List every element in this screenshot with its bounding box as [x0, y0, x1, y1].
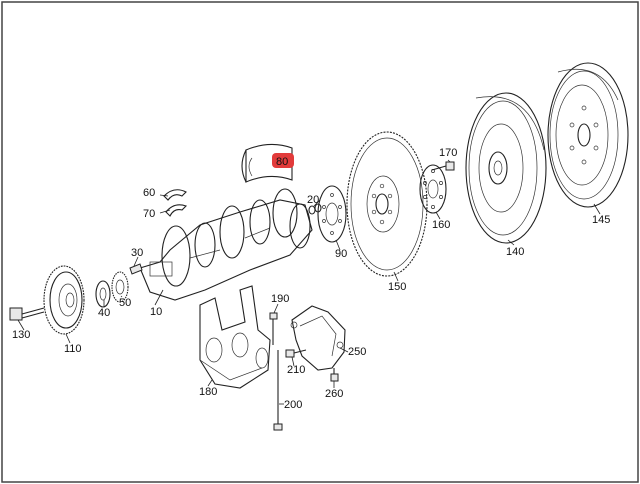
cap-bolt-190[interactable] [269, 312, 278, 345]
label-90[interactable]: 90 [335, 248, 347, 260]
part-labels: 10 20 30 40 50 60 70 80 90 110 130 140 1… [12, 147, 610, 411]
label-60[interactable]: 60 [143, 187, 155, 199]
thrust-washer-80[interactable] [241, 143, 293, 183]
label-30[interactable]: 30 [131, 247, 143, 259]
flywheel-140[interactable] [465, 92, 547, 244]
label-140[interactable]: 140 [506, 246, 524, 258]
label-40[interactable]: 40 [98, 307, 110, 319]
dual-mass-pulley-145[interactable] [547, 62, 629, 208]
label-70[interactable]: 70 [143, 208, 155, 220]
crankshaft-10[interactable] [139, 188, 313, 301]
bolt-170[interactable] [431, 161, 455, 171]
label-250[interactable]: 250 [348, 346, 366, 358]
main-bearing-cap-180[interactable] [199, 285, 271, 389]
label-20[interactable]: 20 [307, 194, 319, 206]
label-160[interactable]: 160 [432, 219, 450, 231]
leader-lines [17, 159, 601, 405]
reinforcement-plate-160[interactable] [419, 164, 447, 214]
vibration-damper-110[interactable] [43, 265, 85, 335]
label-145[interactable]: 145 [592, 214, 610, 226]
label-210[interactable]: 210 [287, 364, 305, 376]
label-180[interactable]: 180 [199, 386, 217, 398]
crank-gear-50[interactable] [111, 271, 129, 303]
label-200[interactable]: 200 [284, 399, 302, 411]
flexplate-150[interactable] [346, 131, 428, 277]
bolt-260[interactable] [330, 368, 339, 382]
part-80-highlight [272, 153, 294, 168]
label-260[interactable]: 260 [325, 388, 343, 400]
label-80[interactable]: 80 [276, 156, 288, 168]
center-bolt-130[interactable] [9, 307, 45, 321]
woodruff-key-30[interactable] [129, 263, 143, 275]
label-10[interactable]: 10 [150, 306, 162, 318]
label-50[interactable]: 50 [119, 297, 131, 309]
label-130[interactable]: 130 [12, 329, 30, 341]
label-190[interactable]: 190 [271, 293, 289, 305]
main-bearing-shell-70[interactable] [165, 204, 188, 217]
long-bolt-200[interactable] [273, 350, 283, 431]
dowel-pin-20[interactable] [308, 203, 322, 215]
spacer-plate-90[interactable] [317, 185, 347, 243]
label-110[interactable]: 110 [64, 343, 82, 355]
bolt-210[interactable] [285, 349, 307, 358]
main-bearing-shell-60[interactable] [163, 189, 187, 201]
oil-pump-housing-250[interactable] [290, 305, 346, 371]
label-170[interactable]: 170 [439, 147, 457, 159]
label-150[interactable]: 150 [388, 281, 406, 293]
seal-ring-40[interactable] [95, 280, 111, 308]
